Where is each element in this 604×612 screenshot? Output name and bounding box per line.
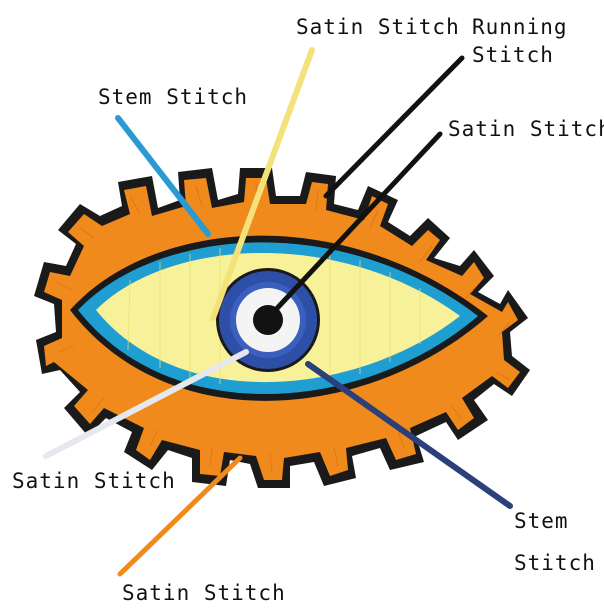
label-stem-right-line2: Stitch	[514, 550, 596, 576]
leader-running	[326, 58, 462, 196]
label-stem-stitch-top: Stem Stitch	[98, 84, 248, 110]
label-satin-stitch-pupil: Satin Stitch	[448, 116, 604, 142]
label-running-line2: Stitch	[472, 42, 554, 68]
label-running-line1: Running	[472, 14, 568, 40]
label-satin-stitch-top: Satin Stitch	[296, 14, 460, 40]
label-satin-stitch-bottom: Satin Stitch	[122, 580, 286, 606]
label-stem-right-line1: Stem	[514, 508, 569, 534]
label-satin-stitch-white: Satin Stitch	[12, 468, 176, 494]
